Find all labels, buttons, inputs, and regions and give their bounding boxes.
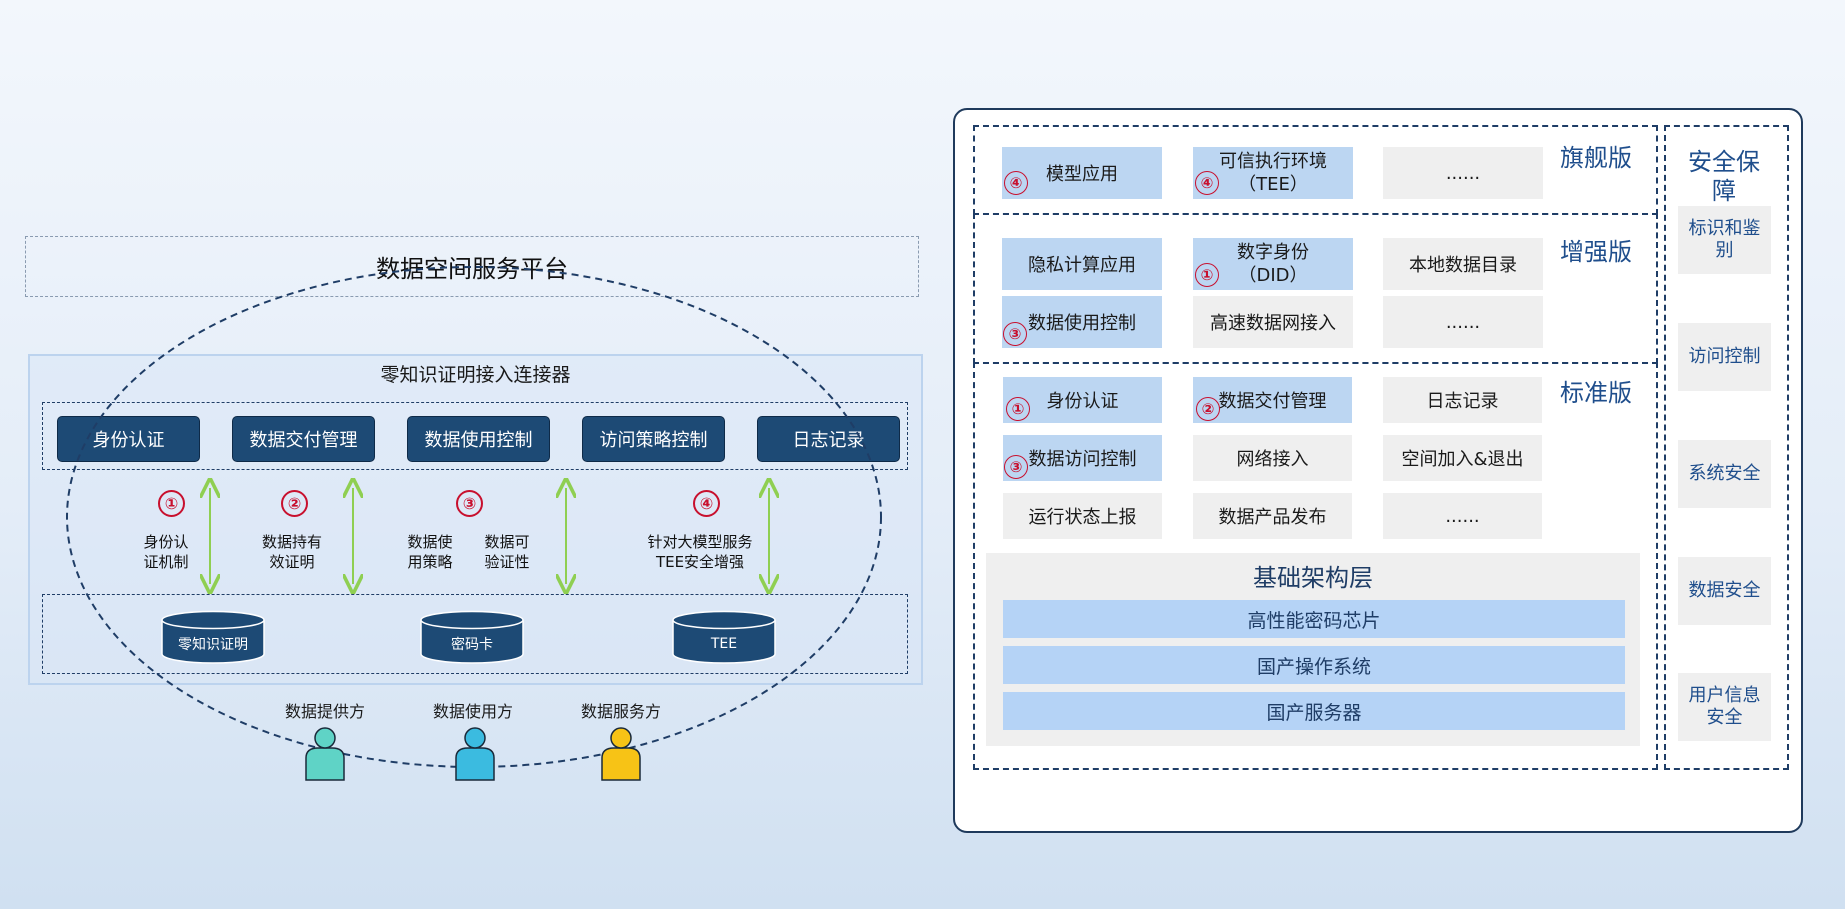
tier-box-standard [973,362,1658,770]
module-identity-auth: 身份认证 [1003,377,1162,423]
tier-label-flagship: 旗舰版 [1560,143,1632,172]
step-number-1: ① [158,490,185,517]
module-privacy-computing: 隐私计算应用 [1002,238,1162,290]
module-number: ④ [1004,171,1028,195]
security-identification: 标识和鉴 别 [1678,206,1771,274]
security-box [1664,125,1789,770]
infrastructure-title: 基础架构层 [1253,563,1373,592]
module-number: ① [1195,263,1219,287]
mechanism-verifiability: 数据可 验证性 [484,533,530,571]
security-user-info: 用户信息 安全 [1678,673,1771,741]
module-more: ...... [1383,296,1543,348]
module-more: ...... [1383,147,1543,199]
security-title: 安全保 障 [1688,148,1760,205]
module-data-delivery: 数据交付管理 [1193,377,1352,423]
security-access-control: 访问控制 [1678,323,1771,391]
step-number-4: ④ [693,490,720,517]
module-number: ④ [1195,171,1219,195]
tier-label-enhanced: 增强版 [1560,237,1632,266]
module-network-access: 网络接入 [1193,435,1352,481]
security-data: 数据安全 [1678,557,1771,625]
storage-label-zkp: 零知识证明 [178,637,248,653]
module-number: ③ [1003,322,1027,346]
infra-bar-domestic-server: 国产服务器 [1003,692,1625,730]
person-service-icon [601,727,641,781]
module-high-speed-network: 高速数据网接入 [1193,296,1353,348]
tier-label-standard: 标准版 [1560,378,1632,407]
module-more: ...... [1383,493,1542,539]
mechanism-identity: 身份认 证机制 [143,533,189,571]
module-tee: 可信执行环境 （TEE） [1193,147,1353,199]
security-system: 系统安全 [1678,440,1771,508]
module-data-usage-control: 数据使用控制 [1002,296,1162,348]
module-log-record: 日志记录 [1383,377,1542,423]
infra-bar-domestic-os: 国产操作系统 [1003,646,1625,684]
module-data-product-publish: 数据产品发布 [1193,493,1352,539]
role-label-service: 数据服务方 [580,702,661,721]
person-user-icon [455,727,495,781]
module-did: 数字身份 （DID） [1193,238,1353,290]
module-number: ① [1006,397,1030,421]
mechanism-usage-policy: 数据使 用策略 [407,533,453,571]
mechanism-holding-proof: 数据持有 效证明 [261,533,322,571]
person-provider-icon [305,727,345,781]
module-status-report: 运行状态上报 [1003,493,1162,539]
role-label-user: 数据使用方 [432,702,513,721]
module-number: ② [1196,397,1220,421]
module-space-join-exit: 空间加入&退出 [1383,435,1542,481]
mechanism-tee-enhance: 针对大模型服务 TEE安全增强 [647,533,753,571]
module-model-app: 模型应用 [1002,147,1162,199]
module-data-access-control: 数据访问控制 [1003,435,1162,481]
role-label-provider: 数据提供方 [284,702,365,721]
storage-label-tee: TEE [710,636,738,652]
module-number: ③ [1004,455,1028,479]
step-number-2: ② [281,490,308,517]
storage-label-crypto-card: 密码卡 [451,637,493,653]
infra-bar-crypto-chip: 高性能密码芯片 [1003,600,1625,638]
module-local-catalog: 本地数据目录 [1383,238,1543,290]
step-number-3: ③ [456,490,483,517]
